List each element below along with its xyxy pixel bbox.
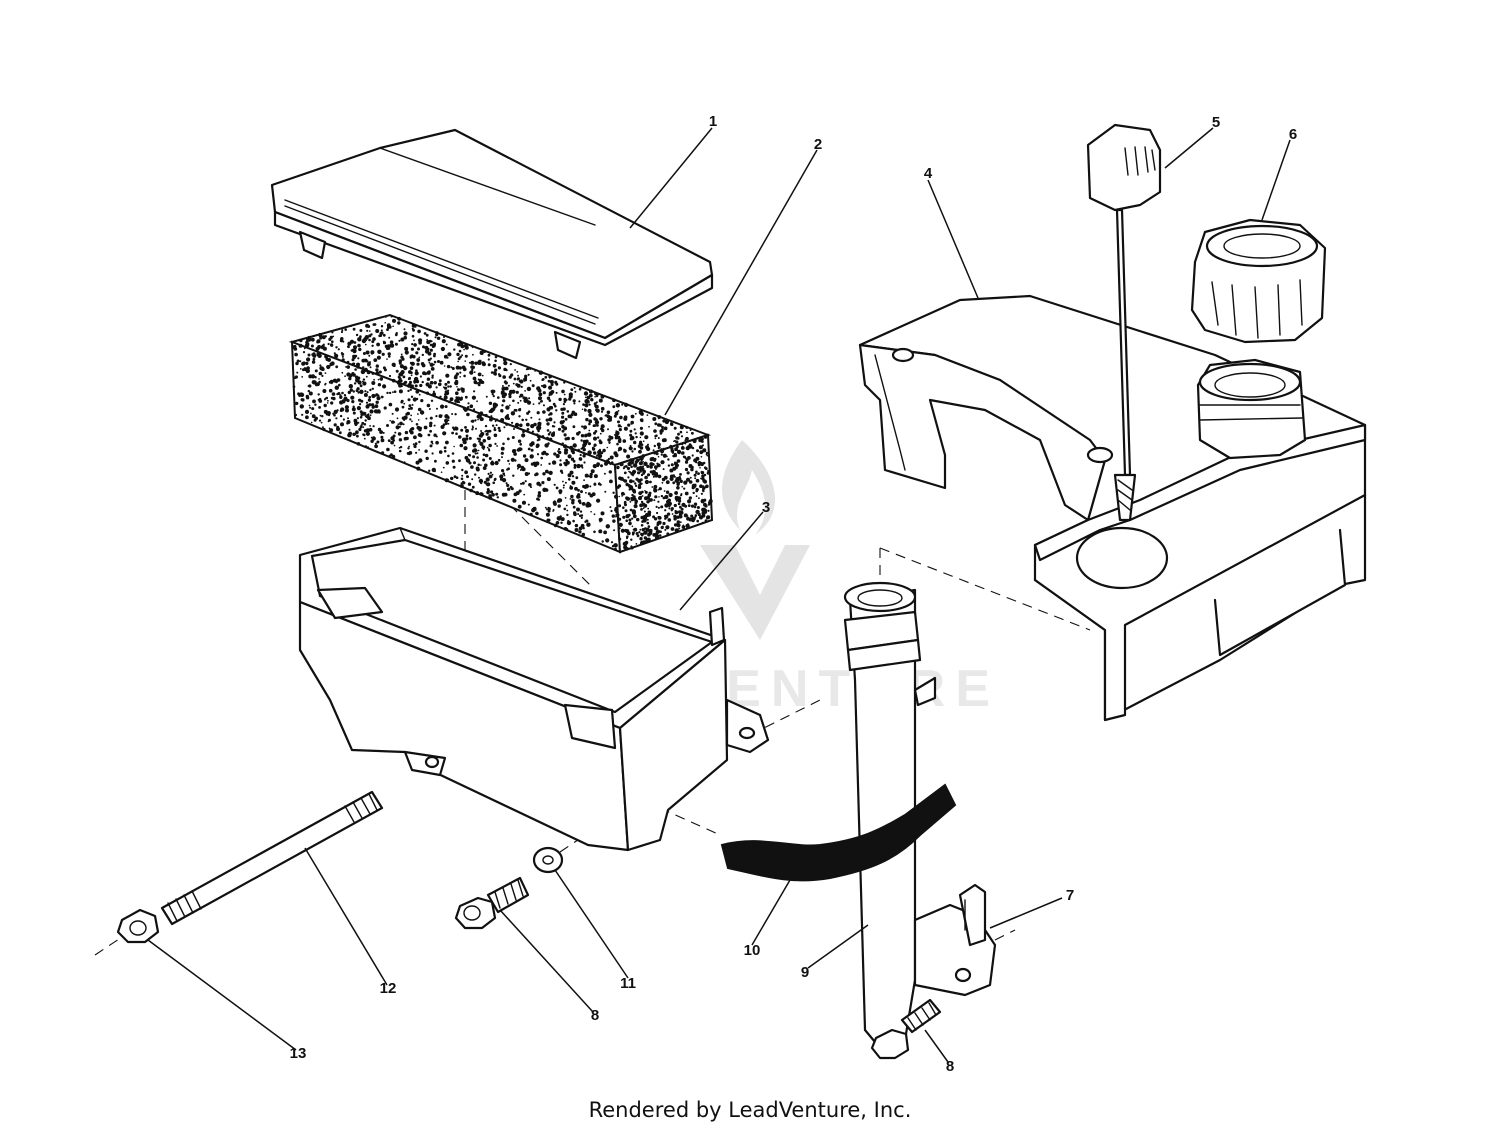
engine-shroud bbox=[858, 294, 1367, 722]
breather-hose bbox=[720, 783, 957, 882]
dipstick bbox=[1086, 123, 1162, 522]
long-stud bbox=[160, 790, 384, 926]
footer-credit: Rendered by LeadVenture, Inc. bbox=[588, 1098, 912, 1122]
callout-2: 2 bbox=[814, 136, 822, 153]
callout-13: 13 bbox=[290, 1045, 307, 1062]
foam-texture bbox=[291, 315, 713, 551]
callout-5: 5 bbox=[1212, 114, 1220, 131]
washer bbox=[532, 846, 564, 874]
callout-8-right: 8 bbox=[946, 1058, 954, 1075]
callout-labels: 1 2 3 4 5 6 7 8 8 9 10 11 12 13 bbox=[290, 113, 1298, 1075]
callout-4: 4 bbox=[924, 165, 933, 182]
callout-6: 6 bbox=[1289, 126, 1297, 143]
callout-7: 7 bbox=[1066, 887, 1074, 904]
air-cleaner-cover bbox=[270, 128, 714, 360]
filler-cap bbox=[1190, 218, 1327, 460]
leader-lines bbox=[147, 127, 1291, 1063]
callout-1: 1 bbox=[709, 113, 717, 130]
callout-3: 3 bbox=[762, 499, 770, 516]
bolt-right bbox=[870, 998, 942, 1060]
callout-8-left: 8 bbox=[591, 1007, 599, 1024]
foam-filter-element bbox=[288, 313, 714, 554]
hex-nut bbox=[116, 908, 160, 944]
assembly-lines bbox=[94, 490, 1091, 956]
bolt-left bbox=[454, 876, 530, 930]
callout-9: 9 bbox=[801, 964, 809, 981]
tube-clip bbox=[958, 883, 987, 947]
callout-12: 12 bbox=[380, 980, 397, 997]
air-cleaner-base bbox=[298, 526, 770, 852]
callout-11: 11 bbox=[620, 975, 636, 992]
callout-10: 10 bbox=[744, 942, 761, 959]
